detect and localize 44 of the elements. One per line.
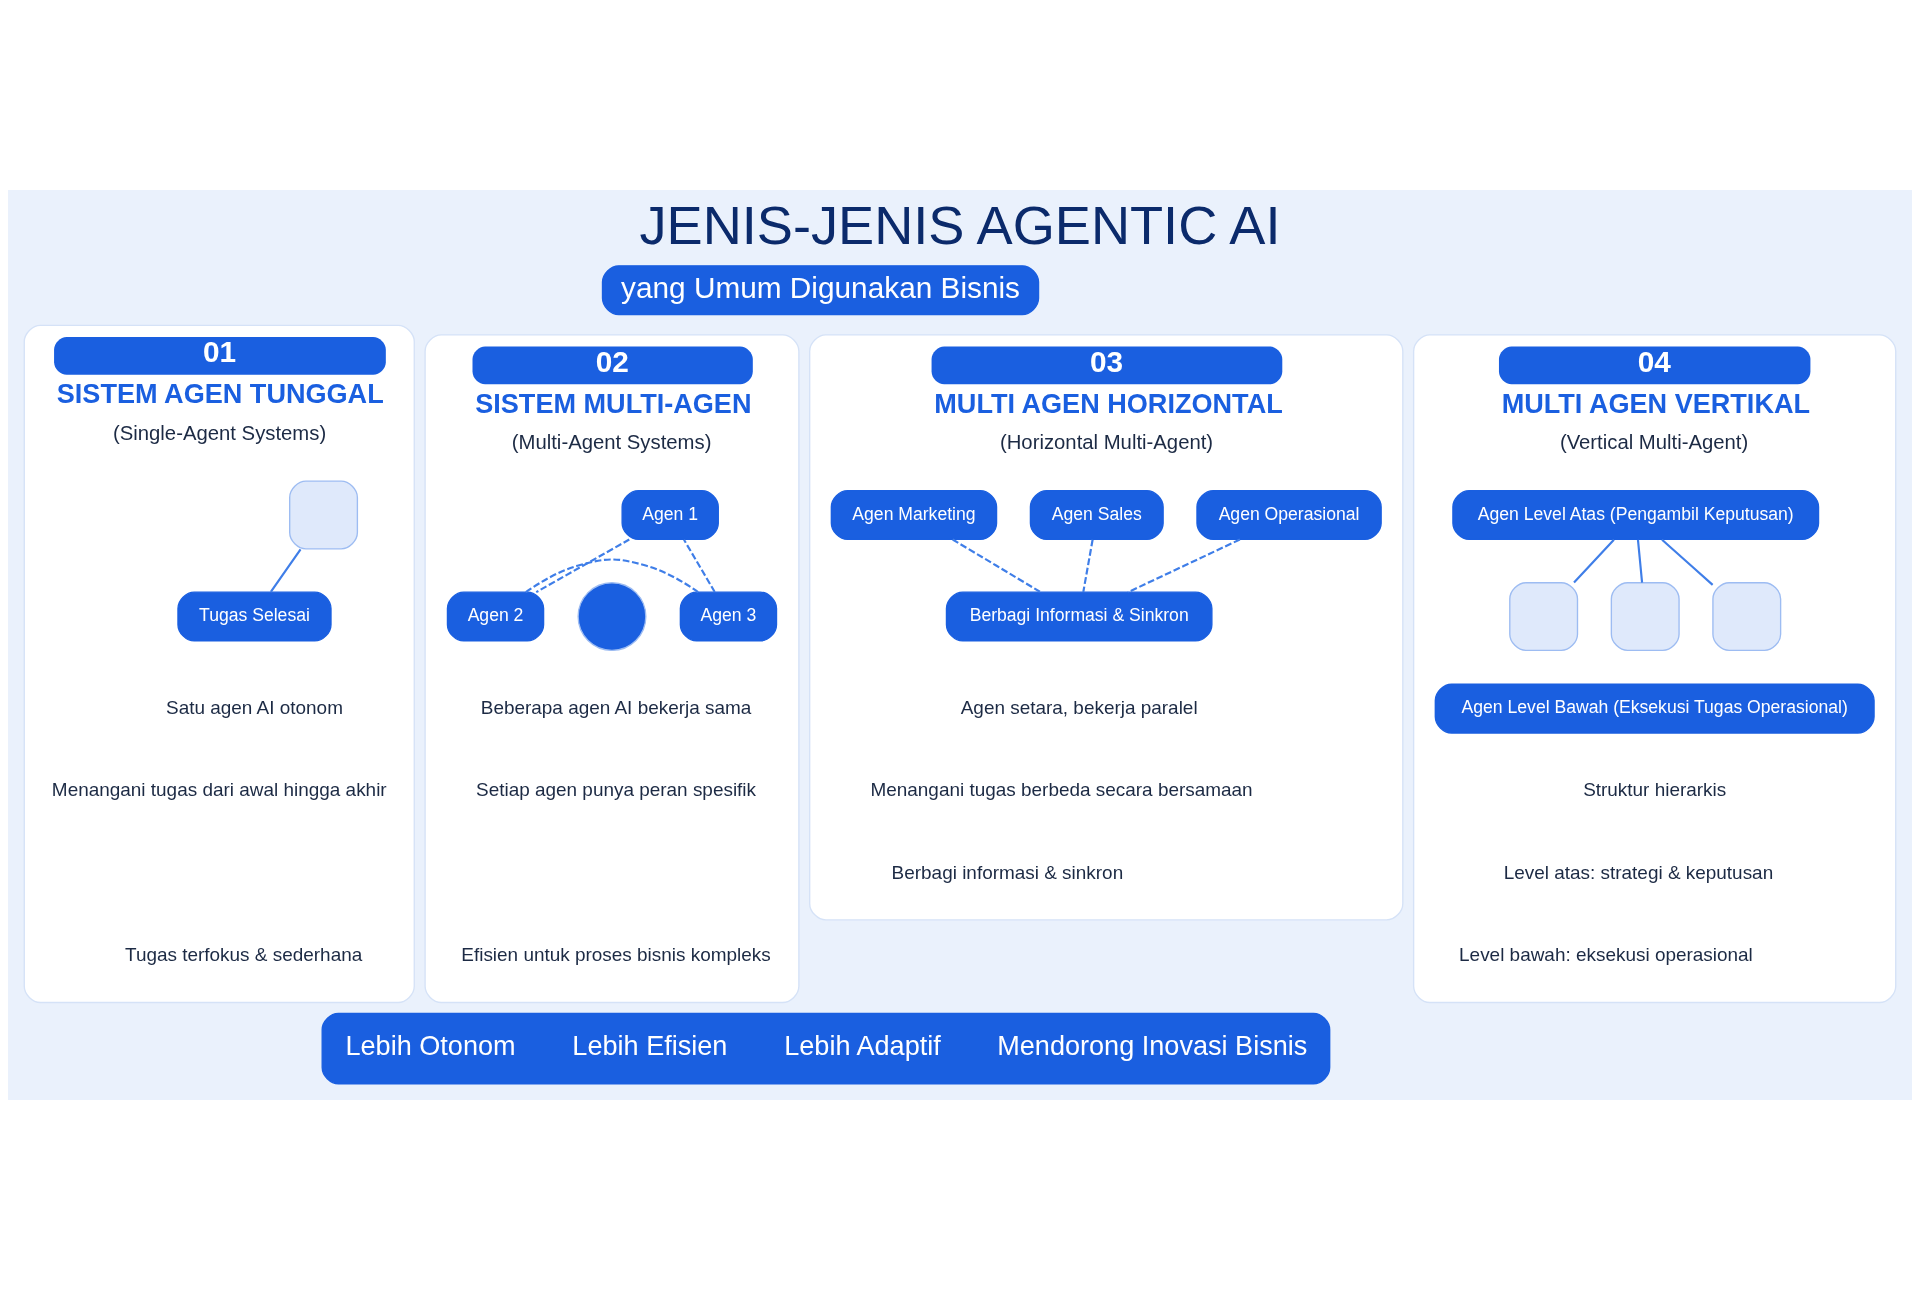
node-box: Agen 2 [446,591,545,642]
diagram-title: JENIS-JENIS AGENTIC AI [639,195,1281,256]
node-box [1610,582,1680,652]
node-text: Tugas terfokus & sederhana [125,944,363,966]
node-text: Beberapa agen AI bekerja sama [480,696,752,718]
connector [535,538,630,594]
node-text: Level atas: strategi & keputusan [1503,861,1774,883]
node-box: Agen 3 [679,591,778,642]
node-box: Berbagi Informasi & Sinkron [945,591,1213,642]
cluster [321,1012,1331,1085]
node-text: Lebih Efisien [572,1030,728,1062]
node-box: yang Umum Digunakan Bisnis [601,265,1040,316]
node-text: Berbagi informasi & sinkron [891,861,1124,883]
connector [1127,538,1241,594]
node-box: Tugas Selesai [177,591,332,642]
node-box: Agen Level Bawah (Eksekusi Tugas Operasional) [1434,683,1875,734]
node-box [1712,582,1782,652]
connector [1661,538,1714,586]
node-box: Agen Operasional [1196,489,1382,541]
node-box: Agen Level Atas (Pengambil Keputusan) [1452,489,1820,541]
node-box: Agen 1 [621,489,719,541]
node-text: Mendorong Inovasi Bisnis [997,1030,1308,1062]
node-text: Efisien untuk proses bisnis kompleks [461,944,771,966]
node-text: Satu agen AI otonom [166,696,343,718]
connector [1636,539,1644,583]
connector [525,558,699,593]
connector [1573,539,1615,584]
node-text: Level bawah: eksekusi operasional [1459,944,1753,966]
node-box [1509,582,1579,652]
node-box [289,480,359,550]
node-box: Agen Sales [1029,489,1164,541]
node-text: Menangani tugas dari awal hingga akhir [51,779,387,801]
connector [952,538,1042,594]
node-text: Setiap agen punya peran spesifik [476,779,757,801]
node-circle [577,582,647,652]
node-box: Agen Marketing [830,489,998,541]
node-text: Menangani tugas berbeda secara bersamaan [870,779,1253,801]
node-text: Lebih Adaptif [784,1030,941,1062]
connector [683,539,716,593]
connector [269,548,302,593]
node-text: Struktur hierarkis [1583,779,1727,801]
node-text: Lebih Otonom [345,1030,516,1062]
node-text: Agen setara, bekerja paralel [960,696,1198,718]
connector [1082,539,1094,593]
